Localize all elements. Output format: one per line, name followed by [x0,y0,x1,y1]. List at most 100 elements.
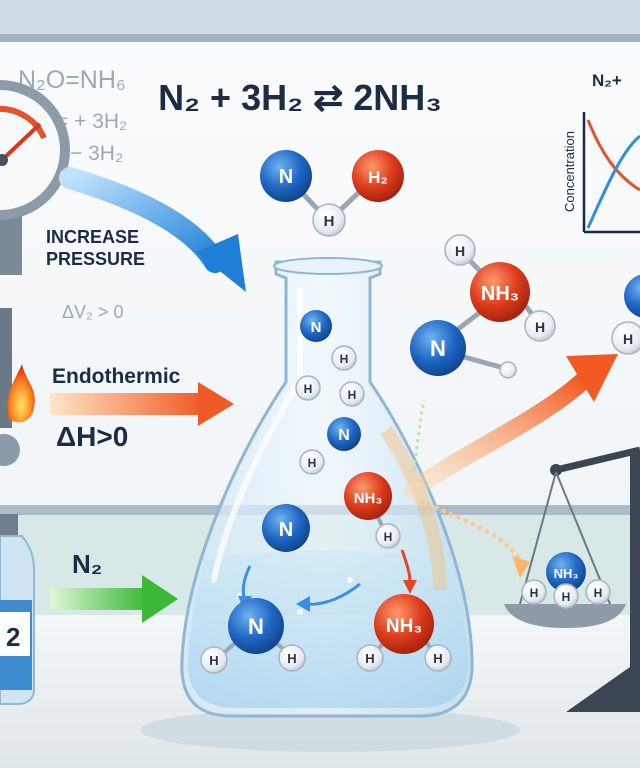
atom-label: H [594,586,603,600]
increase-pressure-label-line-1: INCREASE [46,227,139,247]
atom-label: NH₃ [554,566,579,581]
flask-warm-glow [380,426,447,591]
corner-equation-fragment: N₂+ [592,71,622,90]
graph-product-curve [586,134,640,229]
gauge-stem [0,205,22,275]
nitrogen-atom [228,598,284,654]
scale-string-left [519,471,557,605]
internal-reverse-arrow-head [296,596,310,612]
atom-label: H [530,586,539,600]
nitrogen-bottle: 2 [0,514,35,705]
burner [0,308,35,466]
bubble [297,609,303,615]
hydrogen-atom [424,644,452,672]
nitrogen-arrow-head [142,575,178,623]
balance-transfer-arrow-head [512,556,530,578]
scale-pillar [630,450,640,710]
bottle-label: 2 [6,622,20,652]
atom-label: H [287,651,296,666]
increase-pressure-label-line-2: PRESSURE [46,249,145,269]
hydrogen-atom [312,203,346,237]
gauge-face [0,90,60,210]
hydrogen-atom [295,375,321,401]
nitrogen-feed-label: N₂ [72,549,102,579]
pressure-arrow-head [196,234,246,292]
hydrogen-atom-small [499,361,517,379]
heat-arrow [50,382,234,426]
scale-base [566,660,640,712]
gauge-danger-zone [0,105,47,140]
rise-arrow-shaft [403,371,593,499]
ceiling-strip [0,0,640,34]
bottle-cap [0,514,18,536]
balance-transfer-arrow [419,498,522,562]
flask-shadow [140,708,520,752]
atom-label: N [430,336,446,361]
atom-label: NH₃ [386,616,422,637]
hydrogen-atom [200,646,228,674]
flask-molecules: N H H H N H NH₃ H N N H H NH₃ H H [200,310,452,674]
pressure-arrow [59,167,246,292]
hydrogen-atom [375,523,401,549]
atom-label: N [248,614,264,639]
gauge-pivot [0,154,8,166]
board-equation-line-1: N₂O=NH₆ [18,66,126,94]
atom-label: H [348,388,357,402]
burner-knob [0,434,20,466]
ammonia-molecule-blue [546,552,586,592]
internal-forward-arrow [400,549,412,583]
heat-arrow-shaft [50,393,202,415]
board-equation-line-2: = + 3H₂ [56,110,127,133]
atom-label: H [340,352,349,366]
heat-arrow-head [198,382,234,426]
board-equation-line-3: − 3H₂ [70,142,123,165]
release-arrow [412,399,426,471]
hydrogen-atom [356,644,384,672]
flask-mouth [273,257,383,275]
flask-highlight [211,287,303,583]
board-delta-v-note: ΔV₂ > 0 [62,302,124,322]
graph-reactant-curve [586,119,640,192]
hydrogen-atom [585,579,611,605]
nitrogen-feed-arrow [50,575,178,623]
endothermic-label: Endothermic [52,365,181,388]
hydrogen-molecule [352,150,404,202]
atom-label: NH₃ [481,283,519,305]
rise-arrow-head [566,354,618,402]
flask-liquid [188,551,468,708]
hydrogen-atom [553,583,579,609]
atom-label: H [535,319,545,335]
hydrogen-atom [524,310,556,342]
scale-pan [504,604,626,628]
atom-label: H [324,213,335,230]
product-rise-arrow [403,354,618,578]
atom-label: H [455,243,465,259]
board-top-frame [0,34,640,42]
atom-label: H [365,651,374,666]
flame-icon [7,364,35,423]
hydrogen-atom [521,579,547,605]
ammonia-molecule [470,262,530,322]
concentration-graph: Concentration [562,112,640,234]
nitrogen-atom [624,274,640,318]
atom-label: H [433,651,442,666]
atom-label: N [338,427,350,444]
balance-scale [504,446,640,712]
atom-label: H [209,653,218,668]
nitrogen-atom [410,320,466,376]
right-molecule-group: H NH₃ H N [410,234,556,379]
graph-y-label: Concentration [562,131,577,212]
atom-label: NH₃ [354,490,383,507]
nitrogen-arrow-shaft [50,588,146,610]
hydrogen-atom [299,449,325,475]
ammonia-molecule [344,472,392,520]
atom-label: H [304,382,313,396]
nitrogen-atom [260,150,312,202]
bubble [347,577,353,583]
pressure-gauge [0,80,70,275]
hydrogen-atom [339,381,365,407]
scale-beam [555,446,640,474]
nitrogen-atom [300,310,332,342]
